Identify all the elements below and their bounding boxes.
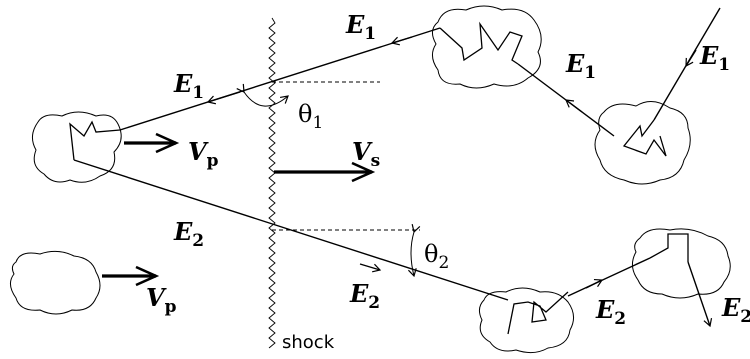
zigzag-top-middle [439,21,523,65]
angle-arc-theta2 [407,224,421,278]
label-e1-far-right: E1 [699,41,730,75]
cloud-right-upper [594,101,691,185]
shock-front [268,17,276,349]
cloud-bottom-right [632,228,731,299]
ray-e2-lower [73,159,509,301]
label-vs: Vs [352,137,380,171]
zigzag-bottom-middle [507,291,569,335]
ray-e1-incoming-arrow [685,49,697,68]
label-e2-middle: E2 [349,279,380,313]
label-shock: shock [282,332,335,353]
ray-e2-right-arrow [585,278,604,289]
cloud-bottom-left [10,250,101,315]
ray-e1-arrow-a [206,91,241,105]
label-e1-top: E1 [345,10,376,44]
label-e2-right: E2 [595,295,626,329]
label-theta1: θ1 [298,100,323,133]
ray-e1-upper [119,27,441,131]
label-vp-upper: Vp [188,137,219,171]
label-vp-lower: Vp [146,283,177,317]
ray-e2-right [567,257,651,297]
label-theta2: θ2 [424,240,449,273]
ray-e2-outgoing [687,261,713,328]
label-e2-far-right: E2 [721,293,750,327]
cloud-left [32,111,122,183]
ray-e1-right-arrow [565,99,583,113]
cloud-bottom-middle [478,287,574,354]
ray-e1-arrow-b [390,36,413,46]
cloud-top-middle [432,5,542,89]
label-e1-right: E1 [565,49,596,83]
angle-arc-theta1 [236,83,289,107]
label-e2-left: E2 [173,217,204,251]
ray-e2-arrow [359,263,382,273]
label-e1-left: E1 [173,69,204,103]
zigzag-right-upper [622,119,667,157]
zigzag-left [69,120,121,161]
zigzag-bottom-right [649,233,689,262]
